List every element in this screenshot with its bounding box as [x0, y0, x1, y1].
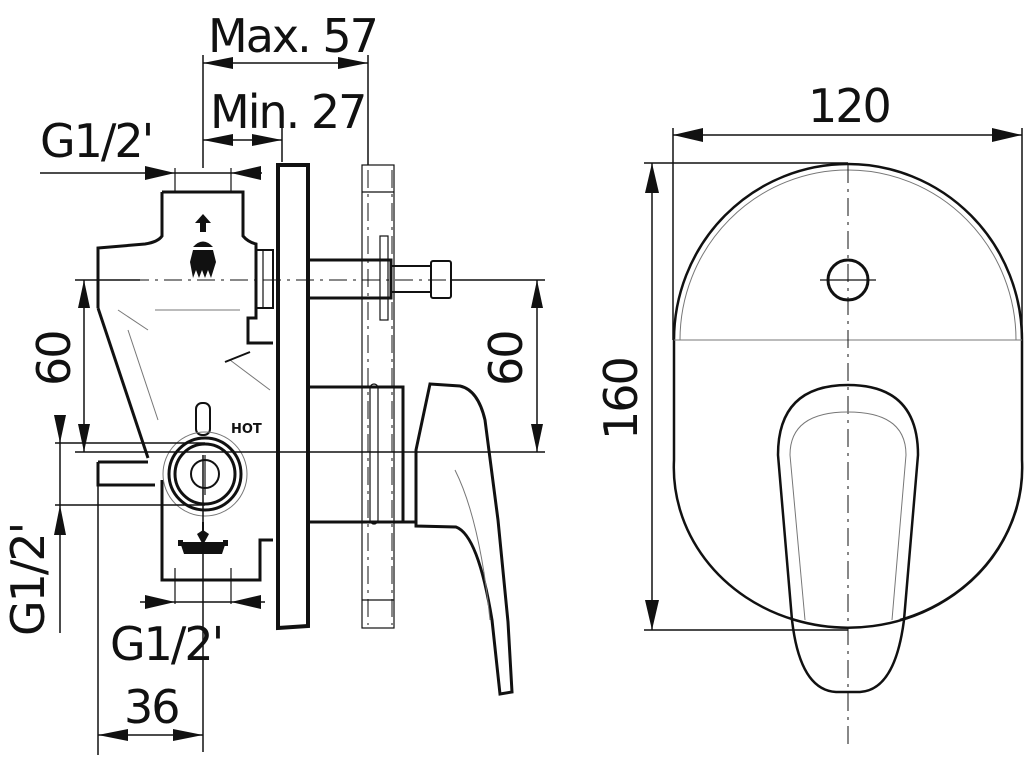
mounting-plate: [276, 163, 395, 631]
lever-handle-side: [306, 382, 514, 696]
height-dimension: 160: [594, 162, 848, 631]
top-inlet-dimension: G1/2': [40, 114, 262, 192]
top-inlet-label: G1/2': [40, 114, 152, 168]
width-dimension: 120: [672, 79, 1023, 340]
height-label: 160: [594, 358, 648, 440]
left-vertical-dimension: 60: [27, 279, 545, 453]
bottom-outlet-dimension: G1/2': [110, 568, 265, 671]
right-spacing-label: 60: [479, 331, 533, 386]
bottom-offset-dimension: 36: [97, 455, 204, 755]
valve-body: HOT: [96, 190, 274, 582]
lever-handle-front: [776, 383, 920, 694]
front-view: 120 160: [594, 79, 1024, 750]
diverter-stem: [306, 258, 452, 300]
left-spacing-label: 60: [27, 331, 81, 386]
min-depth-label: Min. 27: [210, 85, 365, 139]
left-inlet-label: G1/2': [1, 524, 55, 636]
shower-outlet-icon: [190, 214, 216, 278]
max-depth-label: Max. 57: [208, 9, 377, 63]
side-view: Max. 57 Min. 27 G1/2': [1, 9, 545, 755]
bottom-offset-label: 36: [124, 680, 179, 734]
hot-label: HOT: [231, 422, 262, 437]
right-vertical-dimension: 60: [451, 279, 545, 452]
max-depth-dimension: Max. 57: [202, 9, 379, 168]
bottom-outlet-label: G1/2': [110, 617, 222, 671]
width-label: 120: [808, 79, 890, 133]
min-depth-dimension: Min. 27: [203, 85, 367, 162]
left-inlet-dimension: G1/2': [1, 415, 205, 636]
